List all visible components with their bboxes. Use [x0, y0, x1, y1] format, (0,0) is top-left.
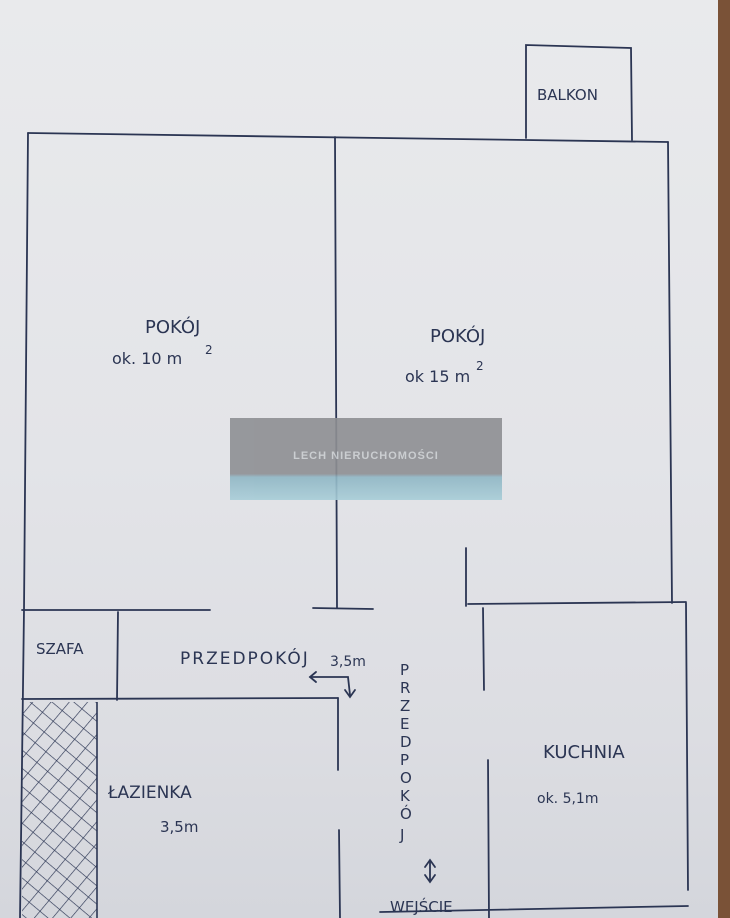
label-bathroom: ŁAZIENKA [107, 783, 192, 803]
outer-wall-right-lower [685, 602, 689, 891]
wall-bathroom-top [21, 697, 339, 700]
svg-text:K: K [400, 787, 411, 805]
label-room2: POKÓJ [430, 325, 485, 347]
wall-kitchen-left-a [482, 607, 485, 691]
balcony-outline [525, 44, 633, 141]
svg-text:P: P [400, 751, 409, 769]
label-kitchen-area: ok. 5,1m [537, 791, 598, 807]
label-bathroom-area: 3,5m [160, 818, 198, 836]
label-kitchen: KUCHNIA [543, 742, 625, 763]
outer-wall-right [667, 141, 673, 604]
wardrobe-right [116, 611, 119, 701]
svg-text:O: O [400, 769, 412, 787]
label-room1-area: ok. 10 m [112, 349, 182, 368]
label-hall-vertical: P R Z E D P O K Ó J [399, 661, 412, 844]
label-balcony: BALKON [537, 86, 598, 104]
svg-text:Z: Z [400, 697, 410, 715]
svg-text:P: P [400, 661, 409, 679]
outer-wall-top [27, 132, 669, 143]
svg-text:E: E [400, 715, 409, 733]
wall-room2-bottom [467, 601, 687, 605]
wall-bathroom-right-b [338, 829, 341, 918]
label-hall: PRZEDPOKÓJ [180, 647, 310, 669]
label-room1: POKÓJ [145, 316, 200, 338]
label-entrance: WEJŚCIE [390, 897, 453, 916]
label-room1-sup: 2 [205, 343, 213, 357]
label-room2-area: ok 15 m [405, 367, 470, 386]
door-tick [312, 607, 374, 610]
wall-bottom [379, 905, 689, 913]
svg-text:R: R [400, 679, 410, 697]
svg-text:D: D [400, 733, 412, 751]
label-room2-sup: 2 [476, 359, 484, 373]
wall-room-divider [334, 136, 338, 609]
hall-dimension-arrow [309, 676, 351, 696]
svg-text:Ó: Ó [400, 804, 412, 823]
watermark-text: LECH NIERUCHOMOŚCI [293, 450, 439, 462]
wall-kitchen-left-b [487, 759, 490, 918]
crosshatch-area [22, 702, 97, 918]
label-wardrobe: SZAFA [36, 640, 84, 658]
label-hall-area: 3,5m [330, 654, 366, 670]
watermark: LECH NIERUCHOMOŚCI [230, 418, 502, 500]
svg-text:J: J [399, 826, 404, 844]
